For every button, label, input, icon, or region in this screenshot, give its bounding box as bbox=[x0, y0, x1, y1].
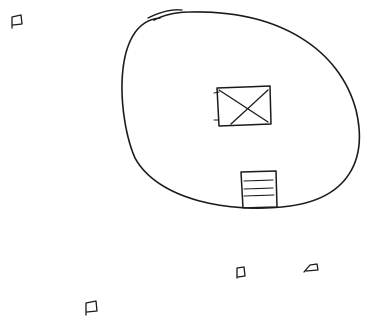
crossed-square-center bbox=[214, 86, 271, 126]
small-flag-mark bbox=[12, 15, 318, 315]
lined-rectangle-bottom bbox=[241, 171, 277, 208]
